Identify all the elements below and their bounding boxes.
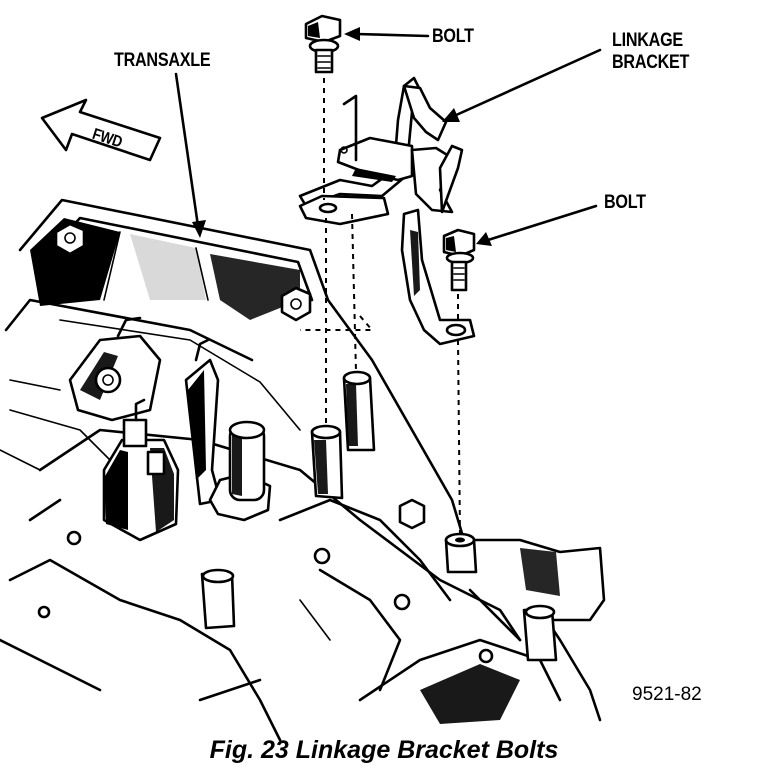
- selector-shaft-left: [102, 398, 180, 542]
- bolt-right-label: BOLT: [604, 192, 646, 213]
- case-bolt-heads: [54, 222, 426, 530]
- linkage-bracket: [298, 76, 476, 346]
- transaxle-label: TRANSAXLE: [114, 50, 211, 71]
- linkage-bracket-label-line2: BRACKET: [612, 52, 690, 73]
- alignment-lines: [300, 78, 461, 537]
- shift-lever-boss: [68, 316, 162, 422]
- right-bolt: [442, 228, 476, 292]
- bracket-mounting-studs: [200, 370, 558, 662]
- linkage-bracket-label-line1: LINKAGE: [612, 30, 683, 51]
- selector-shaft-right: [184, 338, 272, 522]
- transaxle-case: [0, 198, 606, 742]
- top-bolt: [304, 14, 342, 74]
- forward-arrow: [40, 98, 162, 162]
- figure-code: 9521-82: [632, 684, 702, 705]
- figure-caption: Fig. 23 Linkage Bracket Bolts: [209, 736, 559, 764]
- bolt-top-label: BOLT: [432, 26, 474, 47]
- leader-arrows: [174, 27, 602, 246]
